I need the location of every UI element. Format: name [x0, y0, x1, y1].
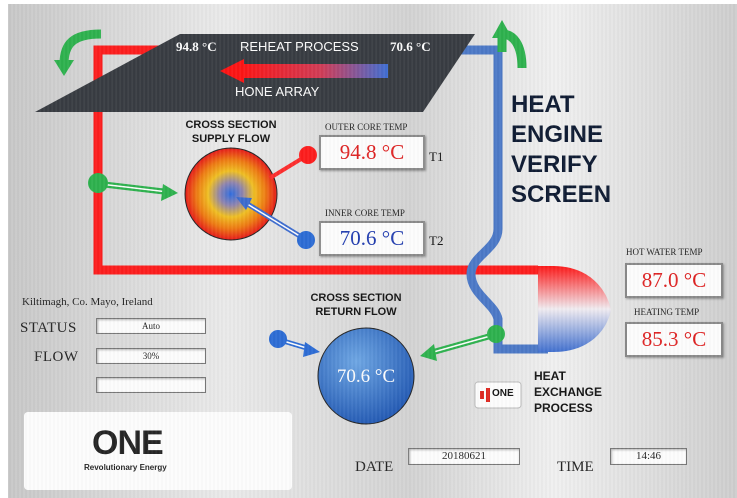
title-line-3: VERIFY — [511, 151, 598, 178]
t2-tag: T2 — [429, 233, 444, 248]
heating-temp-display: 85.3 °C — [625, 322, 723, 357]
array-left-temp: 94.8 °C — [176, 39, 217, 54]
supply-green-dot — [88, 173, 108, 193]
status-label: STATUS — [20, 320, 77, 336]
date-label: DATE — [355, 459, 394, 475]
supply-caption-line-2: SUPPLY FLOW — [191, 133, 271, 145]
inner-probe-dot — [297, 231, 315, 249]
inner-core-label: INNER CORE TEMP — [325, 208, 405, 218]
title-line-4: SCREEN — [511, 181, 612, 208]
hone-logo-text: ONE — [92, 424, 164, 462]
green-corner-arrow-right — [497, 29, 527, 69]
date-field: 20180621 — [408, 448, 520, 465]
supply-caption: CROSS SECTION SUPPLY FLOW — [166, 118, 296, 146]
heat-exchanger — [538, 266, 611, 352]
status-field[interactable]: Auto — [96, 318, 206, 334]
return-cross-section — [317, 327, 415, 425]
flow-field[interactable]: 30% — [96, 348, 206, 364]
hot-water-label: HOT WATER TEMP — [626, 247, 703, 257]
heat-engine-screen: 94.8 °C REHEAT PROCESS 70.6 °C HONE ARRA… — [8, 4, 737, 498]
inner-core-temp-display: 70.6 °C — [319, 221, 425, 256]
logo-panel — [24, 412, 292, 490]
screen-title: HEAT ENGINE VERIFY SCREEN — [511, 90, 611, 210]
supply-pipe — [93, 45, 538, 275]
outer-core-temp-display: 94.8 °C — [319, 135, 425, 170]
return-temp-value: 70.6 °C — [336, 366, 396, 387]
reheat-arrow-shaft — [240, 64, 388, 78]
title-line-2: ENGINE — [511, 121, 604, 148]
return-caption-line-2: RETURN FLOW — [315, 306, 397, 318]
heat-exchange-line-1: HEAT — [534, 369, 566, 383]
green-corner-arrowhead-right — [492, 20, 512, 38]
return-pipe — [460, 45, 548, 354]
hot-water-temp-display: 87.0 °C — [625, 263, 723, 298]
g5-number: 5 — [246, 430, 263, 461]
reheat-process-title: REHEAT PROCESS — [240, 39, 359, 54]
location-text: Kiltimagh, Co. Mayo, Ireland — [22, 296, 153, 308]
green-corner-arrowhead-left — [54, 60, 74, 76]
time-label: TIME — [557, 459, 594, 475]
heat-exchange-line-2: EXCHANGE — [534, 385, 603, 399]
exchange-badge-text: ONE — [492, 388, 514, 399]
time-field: 14:46 — [610, 448, 687, 465]
return-green-dot — [487, 325, 505, 343]
heat-exchange-caption: HEAT EXCHANGE PROCESS — [534, 368, 602, 416]
blank-field[interactable] — [96, 377, 206, 393]
supply-caption-line-1: CROSS SECTION — [185, 119, 277, 131]
flow-label: FLOW — [34, 349, 79, 365]
return-caption-line-1: CROSS SECTION — [310, 292, 402, 304]
reheat-arrowhead — [220, 59, 244, 83]
logo-tagline: Revolutionary Energy — [84, 463, 167, 472]
supply-cross-section — [184, 147, 278, 241]
heating-temp-label: HEATING TEMP — [634, 307, 700, 317]
hone-array-label: HONE ARRAY — [235, 84, 320, 99]
return-caption: CROSS SECTION RETURN FLOW — [291, 291, 421, 319]
return-blue-dot — [269, 330, 287, 348]
t1-tag: T1 — [429, 149, 444, 164]
array-right-temp: 70.6 °C — [390, 39, 431, 54]
title-line-1: HEAT — [511, 91, 575, 118]
outer-core-label: OUTER CORE TEMP — [325, 122, 408, 132]
outer-probe-dot — [299, 146, 317, 164]
heat-exchange-line-3: PROCESS — [534, 401, 593, 415]
outer-probe-shaft — [268, 154, 308, 180]
green-corner-arrow-left — [59, 29, 102, 65]
